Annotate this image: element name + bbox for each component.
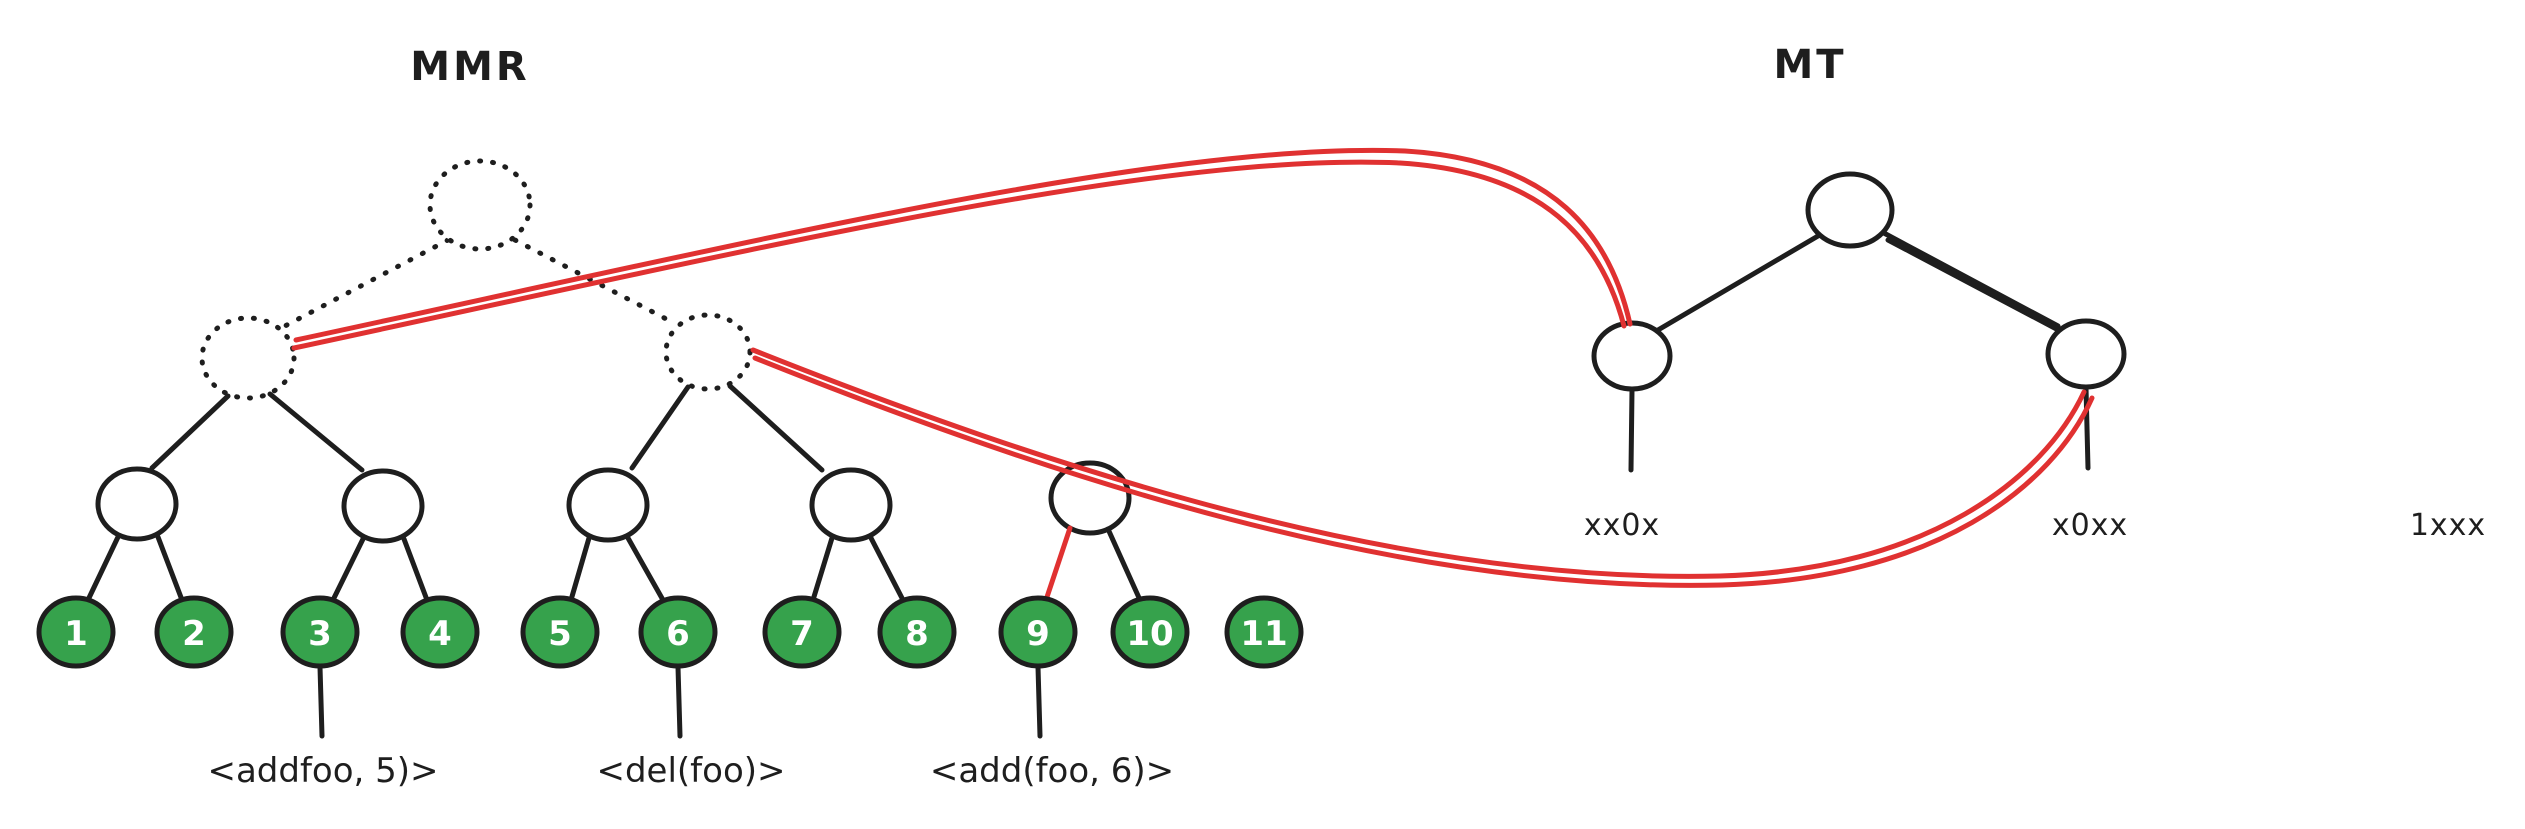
- mmr-virtual-right-node: [663, 312, 753, 392]
- mmr-leaf-edge: [401, 536, 430, 603]
- mt-stem-right: [2083, 385, 2091, 471]
- leaf-circle-10: [1110, 595, 1190, 669]
- mmr-leaf: 6: [638, 595, 718, 669]
- leaf-label-11: 11: [1240, 614, 1287, 654]
- mmr-edge: [267, 391, 365, 473]
- operation-label-2: <del(foo)>: [596, 751, 785, 791]
- mmr-leaf: 4: [400, 595, 480, 669]
- leaf-circle-11: [1224, 595, 1304, 669]
- mmr-internal-node-2: [341, 468, 425, 544]
- mmr-leaf-edge: [155, 534, 185, 603]
- leaf-label-10: 10: [1126, 614, 1173, 654]
- leaf-circle-5: [520, 595, 600, 669]
- mmr-leaf: 2: [154, 595, 234, 669]
- mmr-dotted-edge-right: [512, 237, 675, 325]
- mmr-virtual-root-node: [427, 158, 533, 252]
- mmr-leaf-edge: [330, 536, 366, 603]
- mmr-edge: [629, 384, 691, 471]
- mmr-mt-links: [291, 147, 2095, 588]
- leaf-label-4: 4: [428, 614, 452, 654]
- mmr-leaf: 8: [877, 595, 957, 669]
- mmr-internal-node-1: [95, 466, 179, 542]
- mt-edge-left: [1655, 233, 1821, 333]
- mt-right-node: [2045, 318, 2127, 390]
- leaf-circle-7: [762, 595, 842, 669]
- mt-root-node: [1805, 171, 1895, 249]
- leaf-label-9: 9: [1026, 614, 1050, 654]
- red-link-top-stroke-2: [293, 147, 1633, 343]
- leaf-label-7: 7: [790, 614, 814, 654]
- op-stem: [675, 664, 683, 739]
- mmr-leaf: 10: [1110, 595, 1190, 669]
- leaf-label-1: 1: [64, 614, 88, 654]
- mmr-leaf: 11: [1224, 595, 1304, 669]
- mt-node-label-3: 1xxx: [2410, 508, 2486, 543]
- leaf-circle-2: [154, 595, 234, 669]
- leaf-label-6: 6: [666, 614, 690, 654]
- op-stem: [1035, 664, 1043, 739]
- leaf-circle-8: [877, 595, 957, 669]
- red-link-bottom-stroke-2: [752, 355, 2095, 588]
- mmr-leaf-edge: [568, 535, 592, 603]
- mt-edge-right-double: [1885, 237, 2067, 336]
- mt-node-label-1: xx0x: [1584, 508, 1660, 543]
- mmr-leaf-edge: [810, 535, 835, 603]
- mmr-internal-node-3: [566, 467, 650, 543]
- mmr-leaf: 1: [36, 595, 116, 669]
- mmr-internal-node-5: [1048, 460, 1132, 536]
- mmr-leaf: 7: [762, 595, 842, 669]
- red-link-bottom-stroke-1: [750, 347, 2087, 579]
- mmr-leaf-edge: [868, 535, 906, 603]
- leaf-circle-6: [638, 595, 718, 669]
- leaf-circle-9: [998, 595, 1078, 669]
- mmr-edge: [149, 393, 231, 471]
- mt-edge-right: [1879, 229, 2061, 329]
- leaf-circle-4: [400, 595, 480, 669]
- mt-left-node: [1591, 320, 1673, 392]
- mmr-leaf: 3: [280, 595, 360, 669]
- leaf-label-8: 8: [905, 614, 929, 654]
- mmr-virtual-left-node: [199, 315, 297, 401]
- op-stem: [317, 664, 325, 739]
- mmr-edge: [727, 383, 825, 473]
- leaf-circle-1: [36, 595, 116, 669]
- mmr-tree: MMR 1: [36, 44, 1304, 791]
- mmr-internal-node-4: [809, 467, 893, 543]
- mmr-leaf-edge-highlighted: [1043, 525, 1073, 603]
- mmr-leaf: 9: [998, 595, 1078, 669]
- mmr-title: MMR: [410, 44, 529, 90]
- mmr-leaf-edge: [85, 534, 121, 603]
- leaf-label-5: 5: [548, 614, 572, 654]
- red-link-top-stroke-1: [291, 159, 1627, 351]
- mmr-leaf-edge: [625, 535, 666, 603]
- mmr-leaf: 5: [520, 595, 600, 669]
- mmr-dotted-edge-left: [282, 237, 451, 329]
- leaf-label-2: 2: [182, 614, 206, 654]
- operation-label-1: <addfoo, 5)>: [207, 751, 438, 791]
- mmr-leaf-edge: [1105, 526, 1143, 603]
- mt-node-label-2: x0xx: [2052, 508, 2128, 543]
- mt-stem-left: [1628, 387, 1635, 473]
- leaf-circle-3: [280, 595, 360, 669]
- leaf-label-3: 3: [308, 614, 332, 654]
- mt-tree: MT xx0x x0xx 1xxx: [1584, 42, 2486, 543]
- operation-label-3: <add(foo, 6)>: [930, 751, 1174, 791]
- mt-title: MT: [1773, 42, 1846, 88]
